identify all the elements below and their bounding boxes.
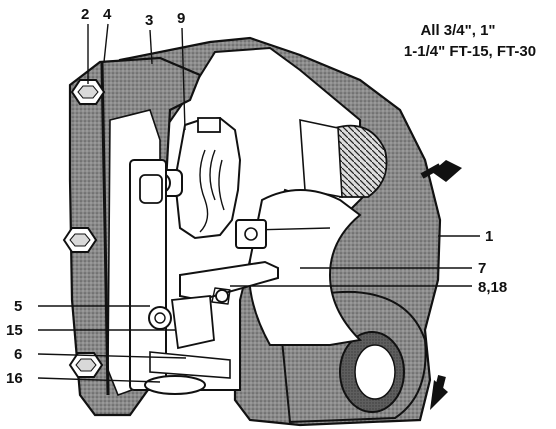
callout-9: 9 [177,10,185,27]
callout-1: 1 [485,228,493,245]
cover-bolt-middle [62,227,98,253]
model-title-line-1: All 3/4", 1" [420,22,495,39]
float-lever-assembly [179,219,279,305]
callout-15: 15 [6,322,23,339]
model-title-line-2: 1-1/4" FT-15, FT-30 [404,43,536,60]
main-valve-assembly [129,159,231,395]
leader-lines [37,23,480,383]
callout-5: 5 [14,298,22,315]
flow-out-arrow [430,375,448,410]
callout-3: 3 [145,12,153,29]
cover-bolt-bottom [68,352,104,378]
cover-gasket [100,61,110,396]
callout-6: 6 [14,346,22,363]
callout-2: 2 [81,6,89,23]
callout-16: 16 [6,370,23,387]
cover-bolt-top [70,79,106,105]
callout-7: 7 [478,260,486,277]
callout-8-18: 8,18 [478,279,507,296]
flow-in-arrow [420,160,462,182]
callout-4: 4 [103,6,112,23]
